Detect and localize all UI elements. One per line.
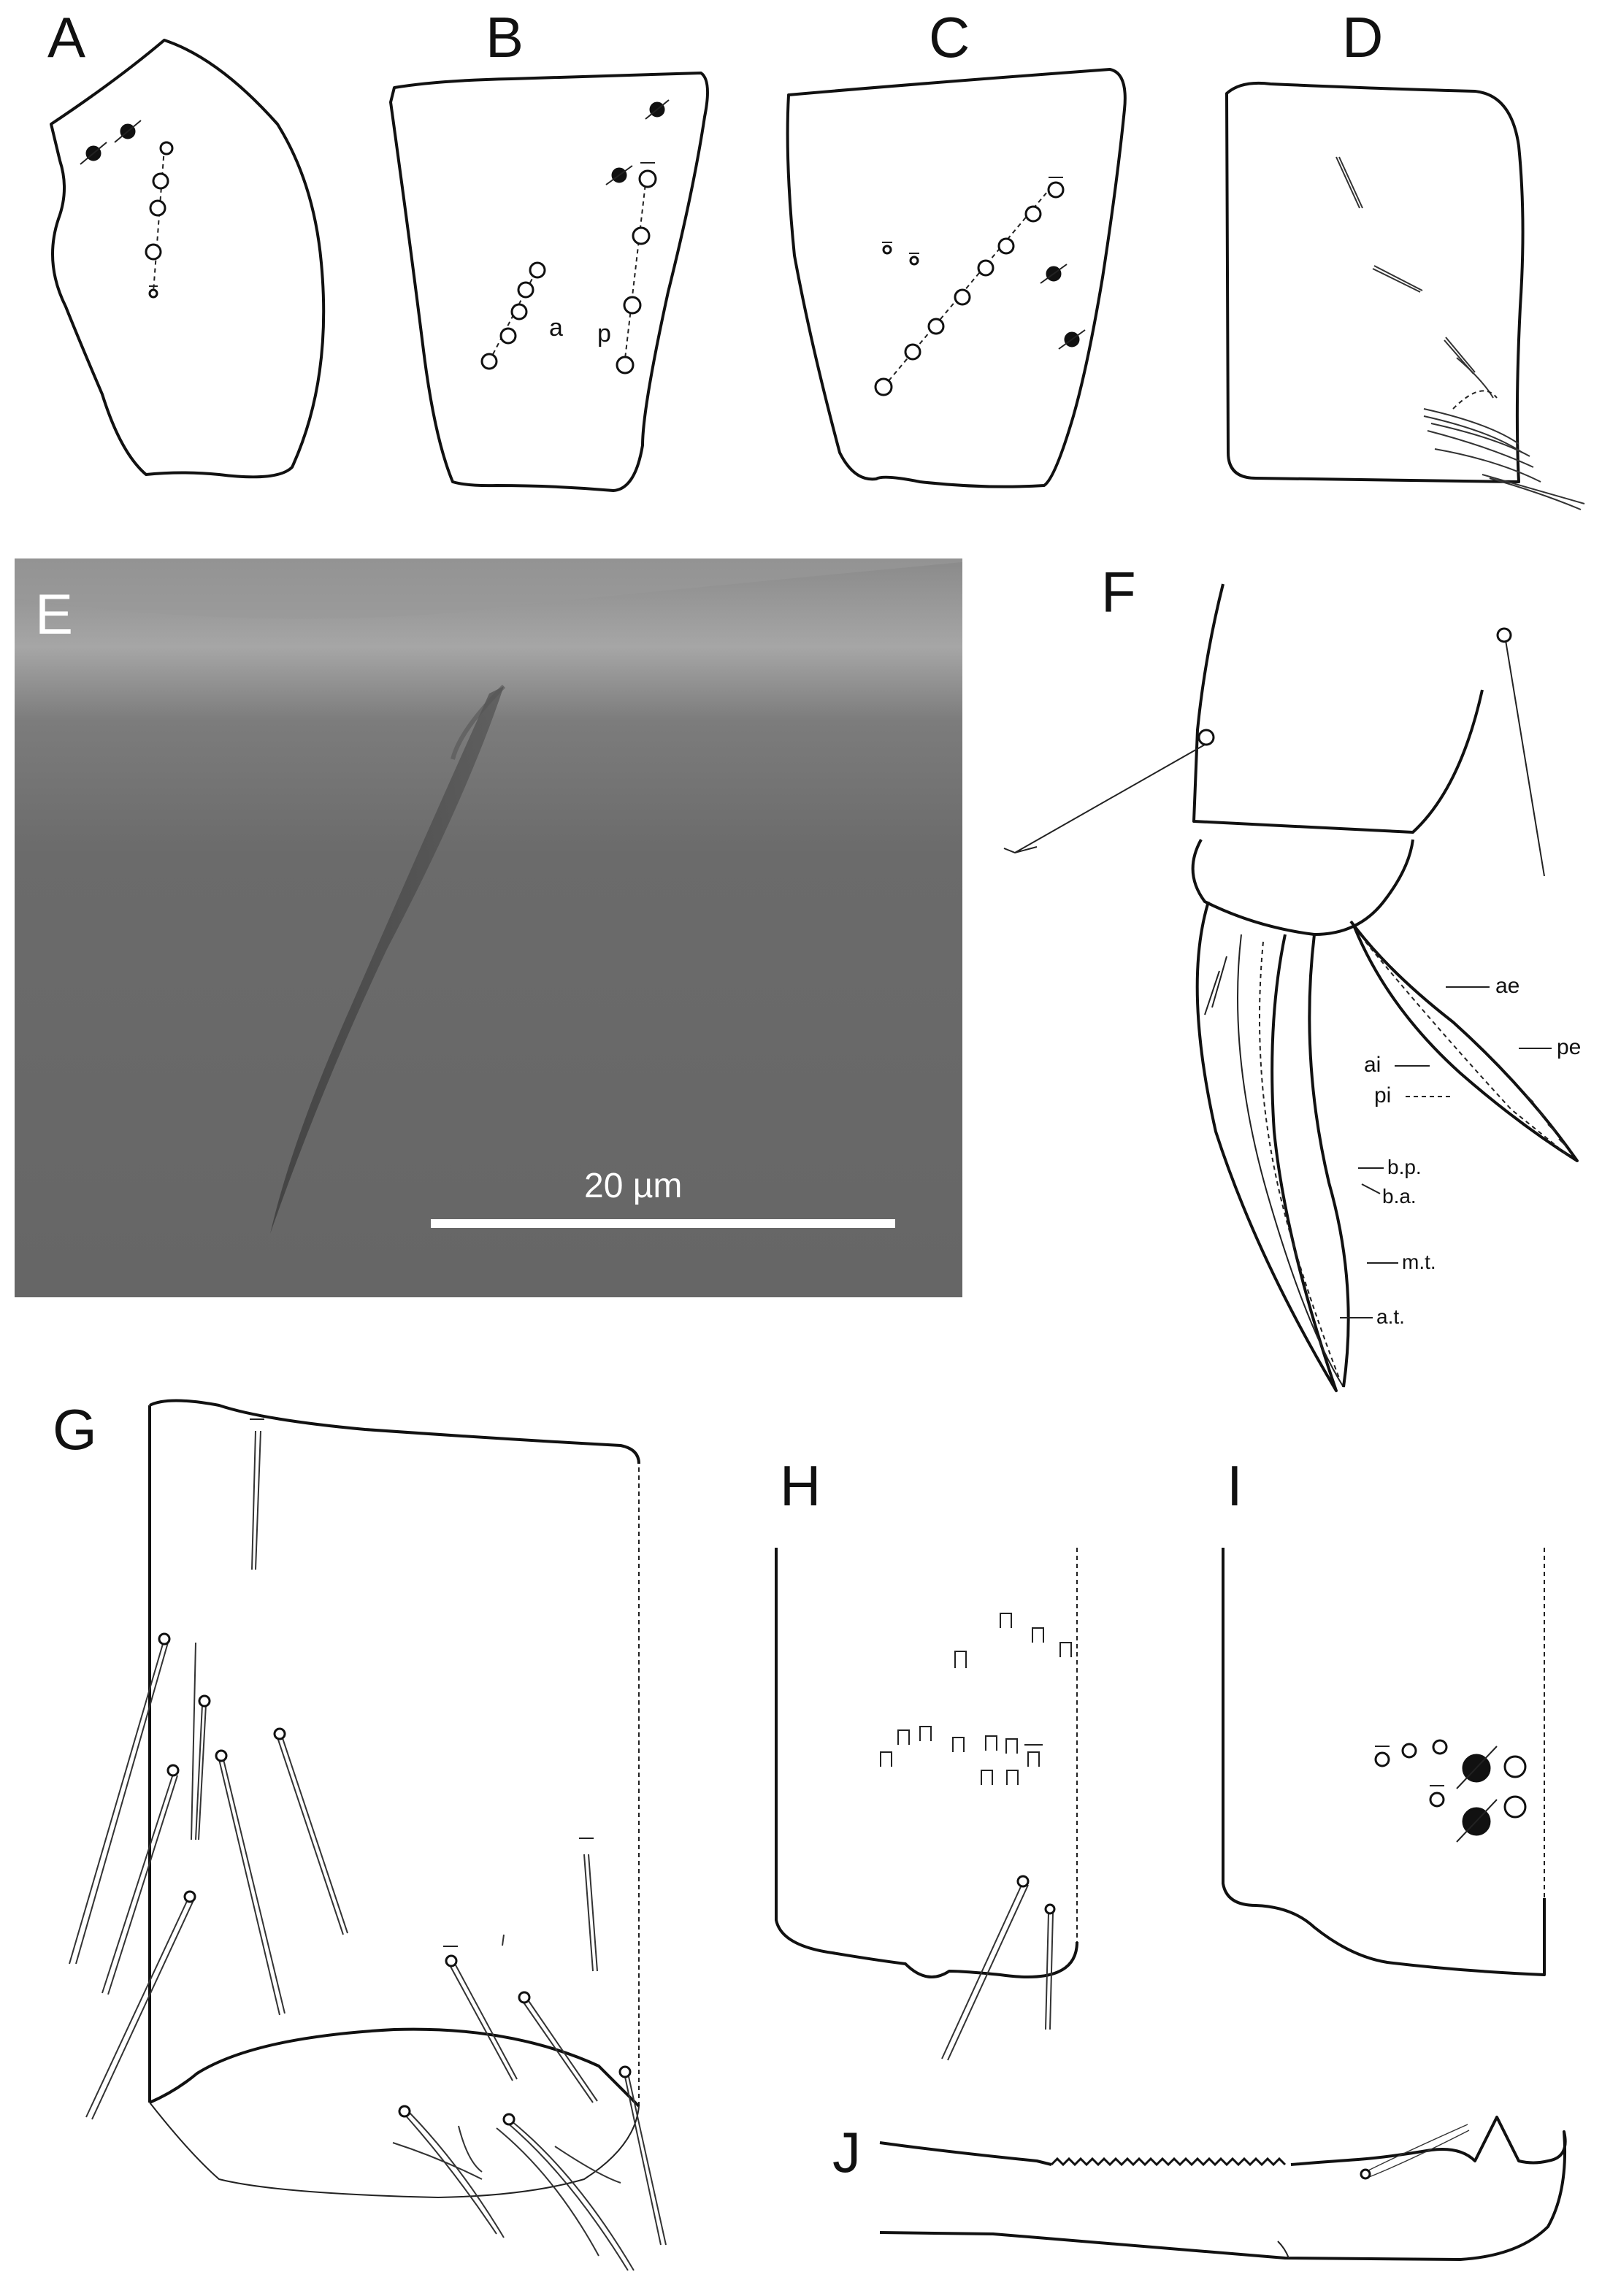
- panel-g: G: [53, 1397, 667, 2271]
- panel-a-pseudopores: [80, 120, 142, 165]
- panel-a-outline: [50, 39, 326, 479]
- panel-c-micro: [882, 242, 919, 266]
- panel-a-sensilla: [145, 141, 174, 299]
- panel-b-a-row: a: [480, 261, 563, 370]
- unguiculus: [1349, 920, 1579, 1162]
- label-pe: pe: [1557, 1035, 1581, 1059]
- panel-letter-b: B: [486, 5, 524, 69]
- mucro-serration: [1050, 2157, 1287, 2167]
- panel-b: B a p: [389, 5, 709, 492]
- panel-letter-a: A: [47, 5, 85, 69]
- panel-b-p-row: p: [597, 162, 657, 375]
- panel-j: J: [832, 2116, 1567, 2261]
- panel-letter-i: I: [1227, 1454, 1243, 1518]
- panel-g-sockets: [158, 1418, 632, 2126]
- panel-h-outline: [775, 1548, 1078, 1978]
- claw-labels: ae pe ai pi b.p. b.a. m.t. a.t.: [1340, 974, 1581, 1328]
- label-ae: ae: [1495, 974, 1519, 998]
- panel-b-outline: [389, 72, 709, 492]
- tibiotarsus: [1192, 583, 1484, 834]
- panel-i-sensilla: [1374, 1739, 1527, 1819]
- panel-letter-c: C: [929, 5, 970, 69]
- panel-letter-d: D: [1342, 5, 1383, 69]
- panel-c: C: [786, 5, 1127, 488]
- micrograph-background: [15, 558, 962, 1297]
- panel-i-pseudopores: [1456, 1746, 1498, 1843]
- panel-letter-h: H: [780, 1454, 821, 1518]
- scale-bar: [431, 1219, 895, 1228]
- panel-e: E 20 µm: [15, 558, 962, 1297]
- label-ai: ai: [1364, 1053, 1381, 1077]
- panel-h-micro-chaetae: [880, 1613, 1072, 1785]
- panel-i: I: [1222, 1454, 1546, 1976]
- unguis: [1195, 901, 1338, 1392]
- panel-d-setae: [1335, 156, 1585, 510]
- micrograph-tissue-band: [15, 558, 962, 619]
- label-at: a.t.: [1376, 1305, 1405, 1328]
- panel-b-pseudopores: [605, 99, 670, 185]
- panel-d-outline: [1225, 81, 1525, 483]
- micrograph-seta: [270, 686, 504, 1234]
- pretarsus: [1191, 839, 1414, 936]
- panel-f: F ae pe ai pi b.p. b.a. m.t. a.t.: [1003, 560, 1581, 1392]
- label-pi: pi: [1374, 1083, 1391, 1107]
- panel-i-outline: [1222, 1548, 1546, 1976]
- label-a: a: [549, 314, 563, 342]
- panel-letter-f: F: [1101, 560, 1136, 624]
- panel-c-row: [874, 177, 1065, 396]
- panel-letter-e: E: [35, 582, 73, 646]
- label-bp: b.p.: [1387, 1156, 1422, 1178]
- panel-a: A: [47, 5, 326, 479]
- mucro-upper-edge: [879, 2141, 1052, 2166]
- panel-c-pseudopores: [1040, 264, 1086, 350]
- scale-bar-label: 20 µm: [584, 1167, 682, 1205]
- panel-d: D: [1225, 5, 1585, 510]
- label-p: p: [597, 320, 611, 348]
- panel-g-outline: [149, 1399, 640, 1464]
- panel-letter-j: J: [832, 2120, 861, 2184]
- panel-letter-g: G: [53, 1397, 97, 1462]
- label-mt: m.t.: [1402, 1251, 1436, 1273]
- panel-h-macrochaetae: [941, 1875, 1056, 2061]
- panel-h: H: [775, 1454, 1078, 2061]
- label-ba: b.a.: [1382, 1185, 1417, 1207]
- panel-c-outline: [786, 68, 1127, 488]
- panel-g-macrochaetae: [69, 1430, 667, 2271]
